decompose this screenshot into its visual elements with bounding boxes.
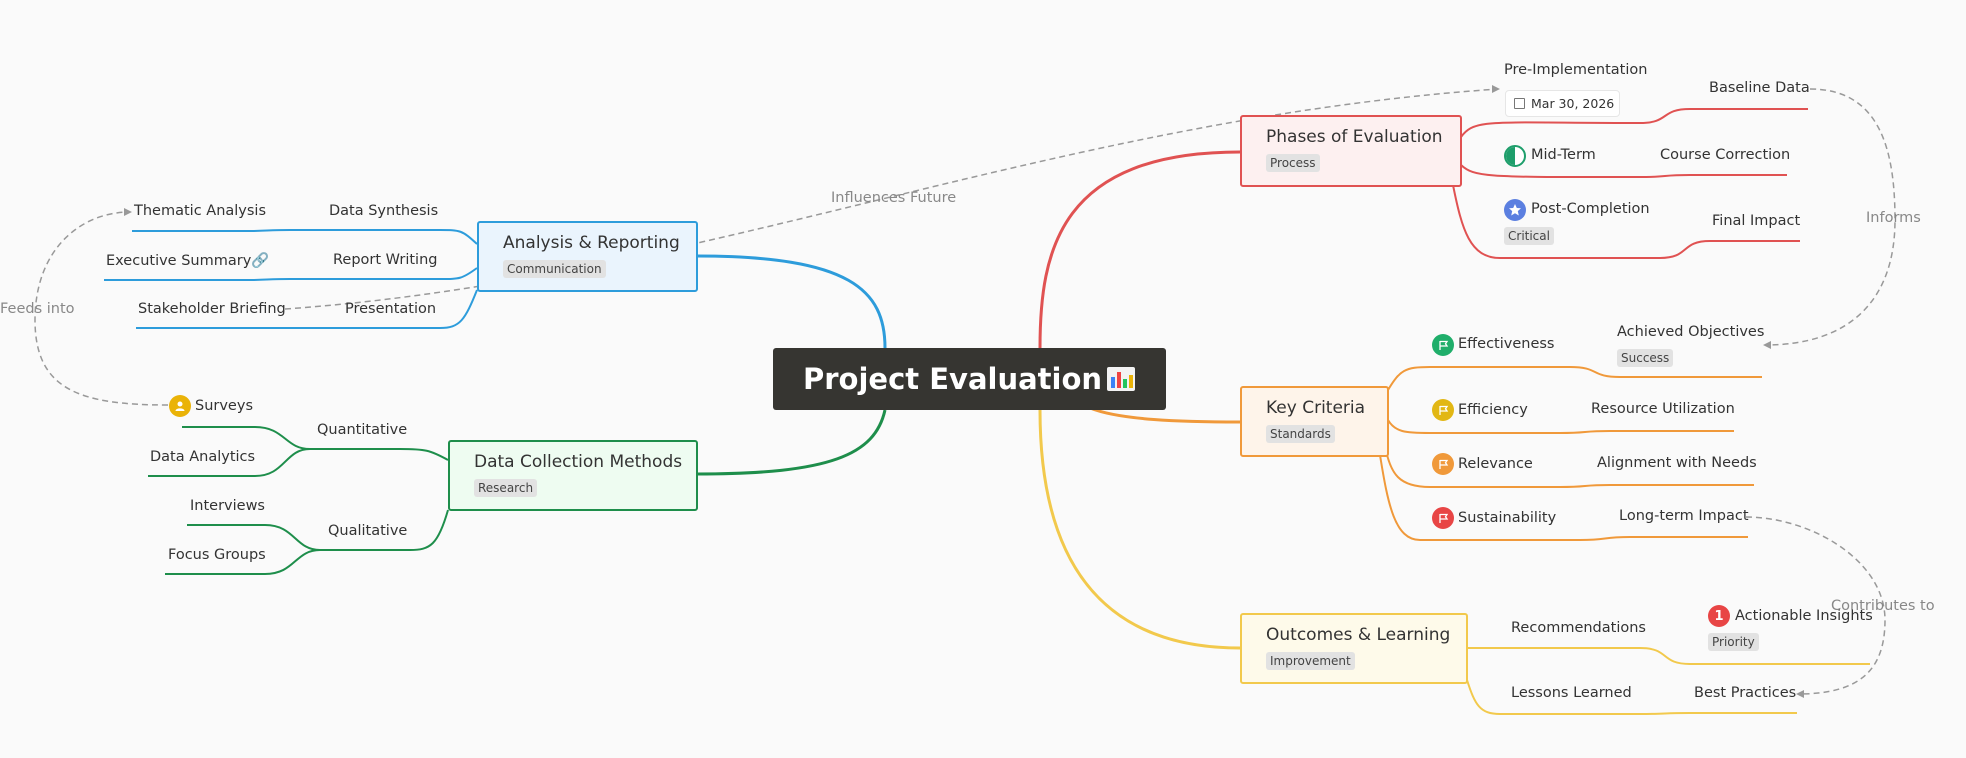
branch-title: Phases of Evaluation xyxy=(1266,127,1443,147)
due-date-chip[interactable]: Mar 30, 2026 xyxy=(1505,90,1620,117)
tag-process: Process xyxy=(1266,154,1320,172)
relation-label-influences-future: Influences Future xyxy=(831,190,957,206)
branch-analysis-reporting[interactable]: Analysis & Reporting Communication xyxy=(477,221,698,292)
link-icon[interactable]: 🔗 xyxy=(251,253,270,269)
node-pre-implementation[interactable]: Pre-Implementation xyxy=(1504,62,1648,78)
tag-standards: Standards xyxy=(1266,425,1335,443)
node-baseline-data[interactable]: Baseline Data xyxy=(1709,80,1810,96)
calendar-icon xyxy=(1514,98,1525,109)
node-stakeholder-briefing[interactable]: Stakeholder Briefing xyxy=(138,301,286,317)
tag-priority: Priority xyxy=(1708,633,1759,651)
branch-title: Outcomes & Learning xyxy=(1266,625,1451,645)
branch-outcomes-learning[interactable]: Outcomes & Learning Improvement xyxy=(1240,613,1468,684)
root-title: Project Evaluation xyxy=(803,362,1103,396)
node-post-completion[interactable]: Post-Completion xyxy=(1531,201,1650,217)
node-final-impact[interactable]: Final Impact xyxy=(1712,213,1801,229)
priority-number: 1 xyxy=(1714,608,1724,624)
tag-success: Success xyxy=(1617,349,1674,367)
branch-title: Analysis & Reporting xyxy=(503,233,680,253)
flag-icon xyxy=(1432,334,1454,356)
node-sustainability[interactable]: Sustainability xyxy=(1458,510,1557,526)
tag-improvement: Improvement xyxy=(1266,652,1355,670)
relation-label-feeds-into: Feeds into xyxy=(0,301,75,317)
relation-label-informs: Informs xyxy=(1866,210,1921,226)
node-mid-term[interactable]: Mid-Term xyxy=(1531,147,1596,163)
chart-icon xyxy=(1106,365,1136,393)
node-lessons-learned[interactable]: Lessons Learned xyxy=(1511,685,1632,701)
node-thematic-analysis[interactable]: Thematic Analysis xyxy=(134,203,267,219)
flag-icon xyxy=(1432,453,1454,475)
branch-title: Key Criteria xyxy=(1266,398,1366,418)
node-executive-summary[interactable]: Executive Summary🔗 xyxy=(106,252,269,269)
node-data-synthesis[interactable]: Data Synthesis xyxy=(329,203,439,219)
node-interviews[interactable]: Interviews xyxy=(190,498,265,514)
due-date: Mar 30, 2026 xyxy=(1531,96,1615,111)
user-icon xyxy=(169,395,191,417)
node-long-term-impact[interactable]: Long-term Impact xyxy=(1619,508,1749,524)
node-alignment-needs[interactable]: Alignment with Needs xyxy=(1597,455,1757,471)
node-efficiency[interactable]: Efficiency xyxy=(1458,402,1528,418)
node-data-analytics[interactable]: Data Analytics xyxy=(150,449,256,465)
node-achieved-objectives[interactable]: Achieved Objectives xyxy=(1617,324,1765,340)
half-circle-progress-icon xyxy=(1504,145,1526,167)
branch-title: Data Collection Methods xyxy=(474,452,683,472)
relation-label-contributes-to: Contributes to xyxy=(1831,598,1935,614)
node-actionable-insights[interactable]: Actionable Insights xyxy=(1735,608,1873,624)
priority-1-icon: 1 xyxy=(1708,605,1730,627)
node-relevance[interactable]: Relevance xyxy=(1458,456,1533,472)
node-best-practices[interactable]: Best Practices xyxy=(1694,685,1797,701)
node-focus-groups[interactable]: Focus Groups xyxy=(168,547,266,563)
root-node[interactable]: Project Evaluation xyxy=(773,348,1166,410)
executive-summary-label: Executive Summary xyxy=(106,253,252,269)
star-icon xyxy=(1504,199,1526,221)
node-course-correction[interactable]: Course Correction xyxy=(1660,147,1791,163)
branch-key-criteria[interactable]: Key Criteria Standards xyxy=(1240,386,1389,457)
node-presentation[interactable]: Presentation xyxy=(345,301,437,317)
node-report-writing[interactable]: Report Writing xyxy=(333,252,438,268)
tag-communication: Communication xyxy=(503,260,606,278)
tag-critical: Critical xyxy=(1504,227,1554,245)
flag-icon xyxy=(1432,507,1454,529)
node-qualitative[interactable]: Qualitative xyxy=(328,523,408,539)
branch-data-collection[interactable]: Data Collection Methods Research xyxy=(448,440,698,511)
node-effectiveness[interactable]: Effectiveness xyxy=(1458,336,1555,352)
node-resource-utilization[interactable]: Resource Utilization xyxy=(1591,401,1735,417)
tag-research: Research xyxy=(474,479,538,497)
node-recommendations[interactable]: Recommendations xyxy=(1511,620,1646,636)
node-surveys[interactable]: Surveys xyxy=(195,398,253,414)
flag-icon xyxy=(1432,399,1454,421)
node-quantitative[interactable]: Quantitative xyxy=(317,422,408,438)
branch-phases[interactable]: Phases of Evaluation Process xyxy=(1240,115,1462,187)
